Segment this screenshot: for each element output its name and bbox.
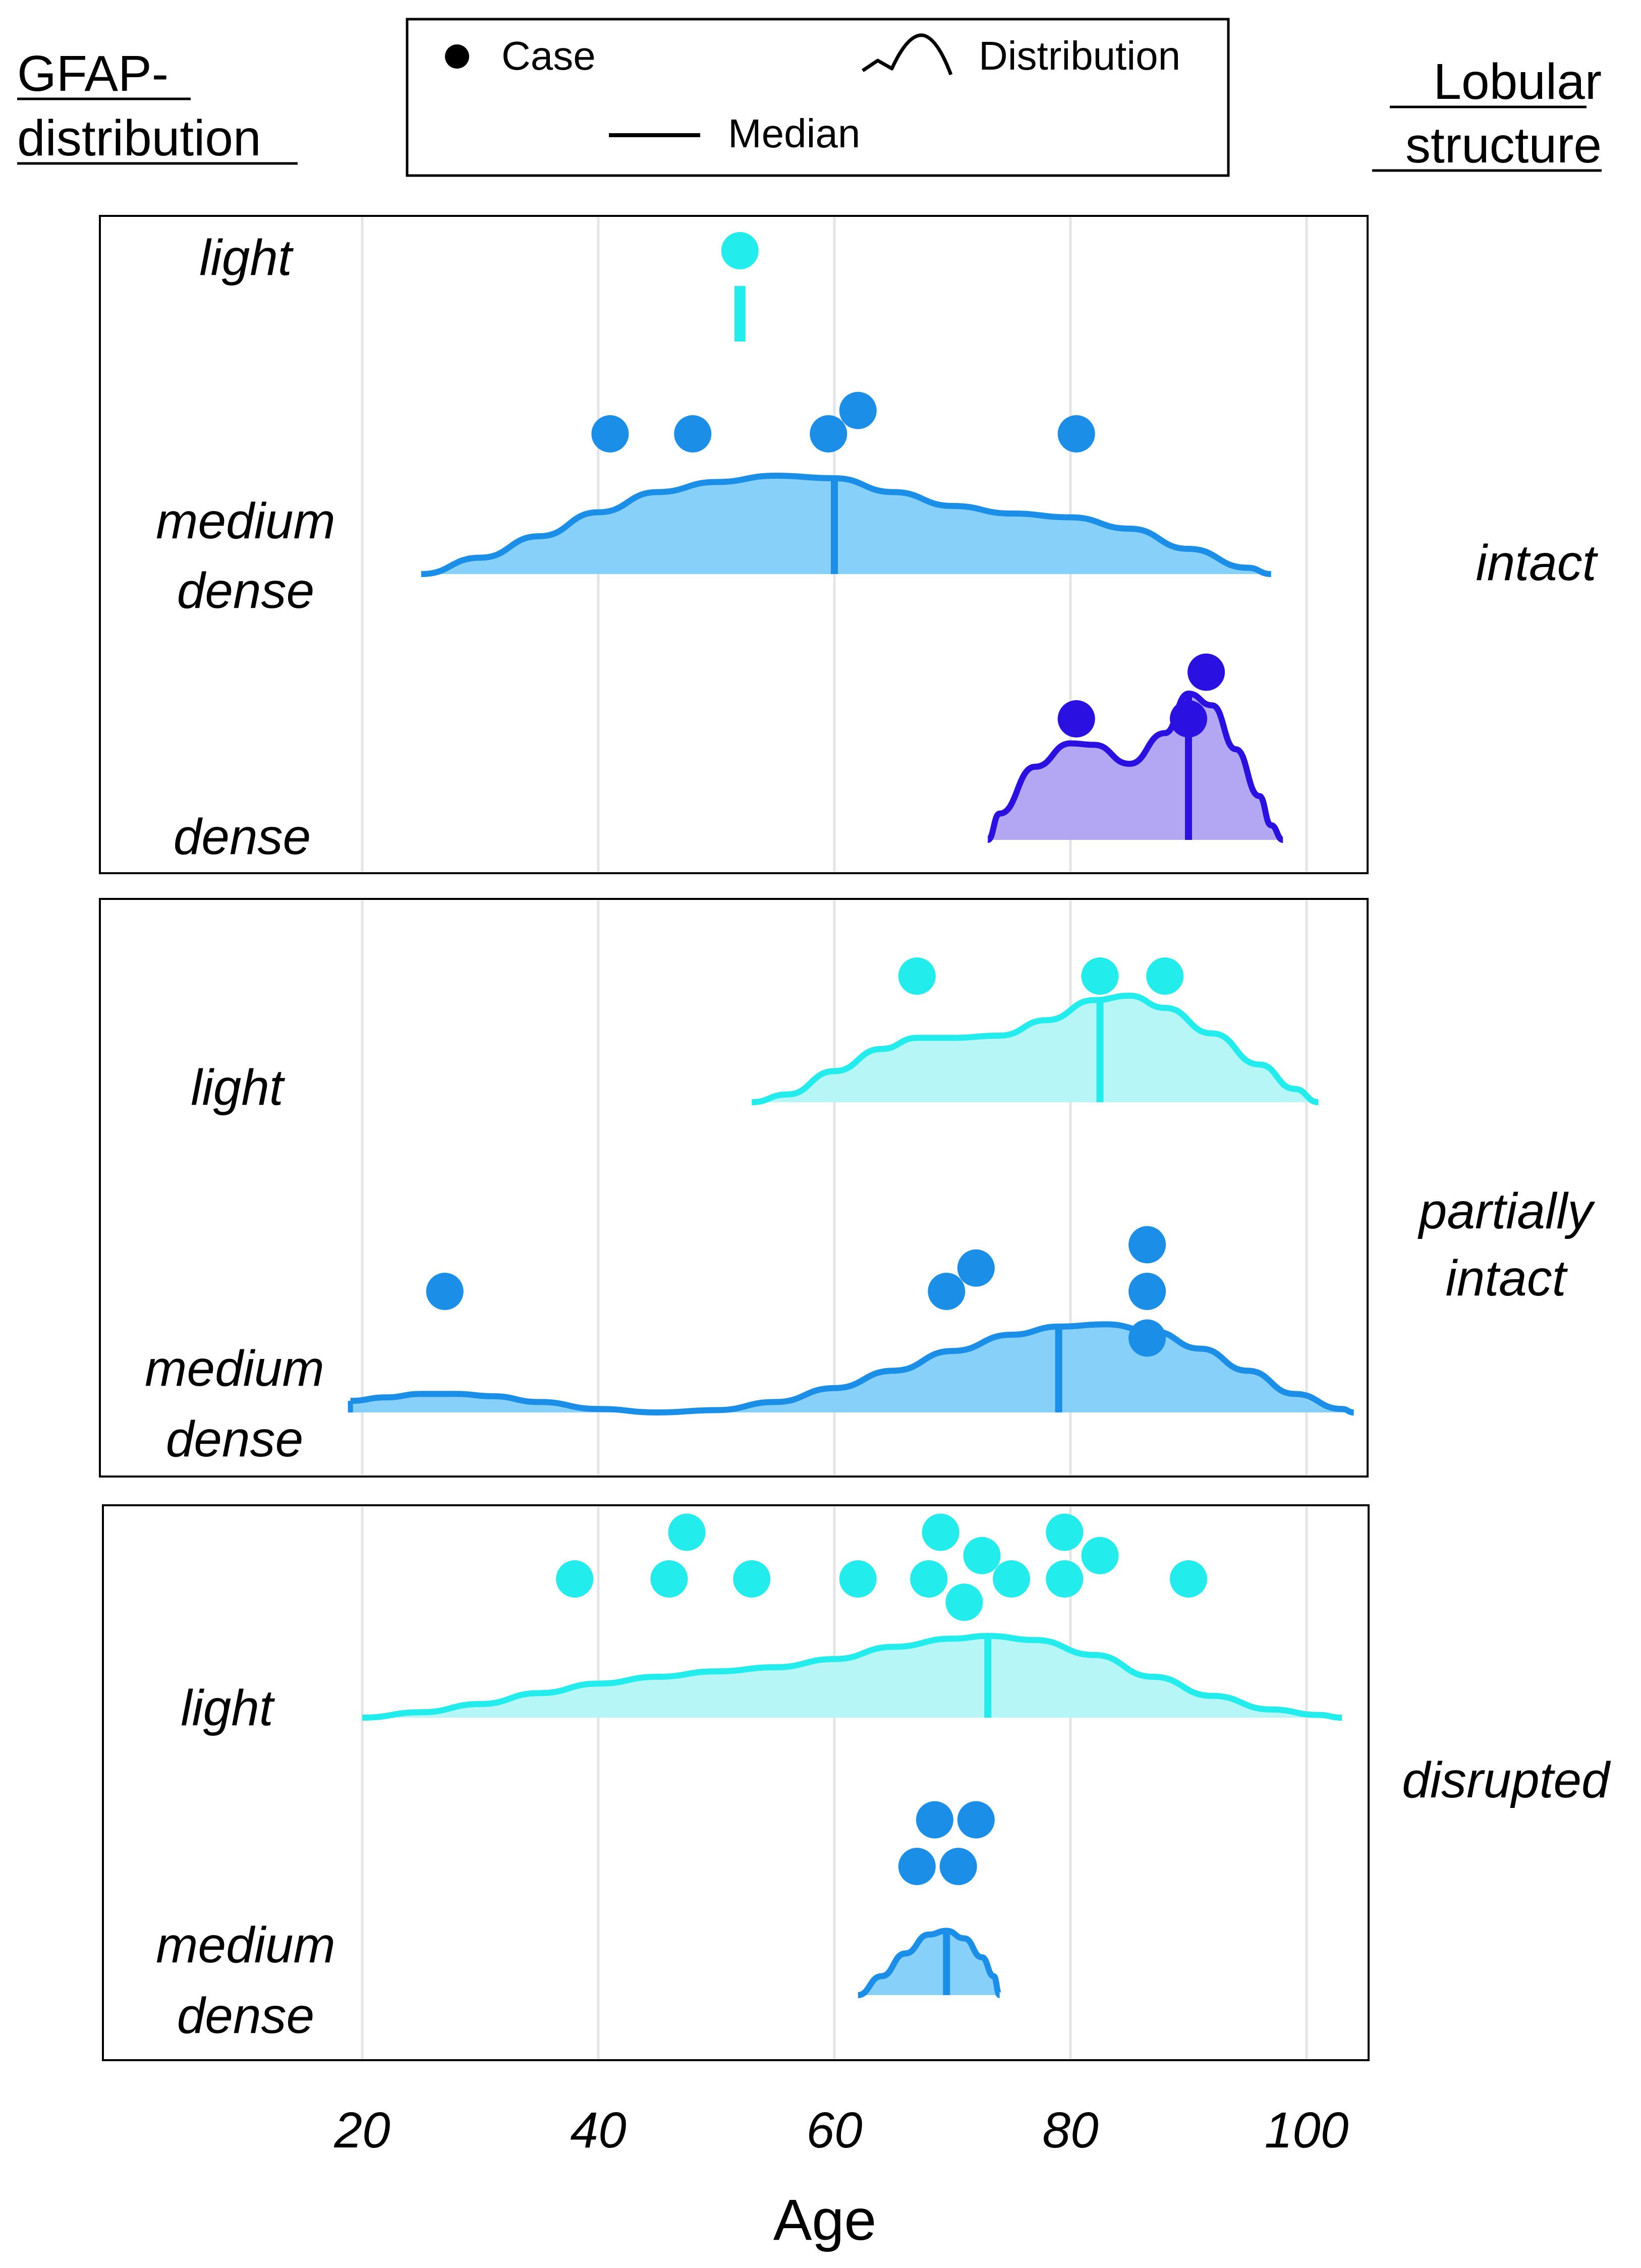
- case-point: [426, 1273, 464, 1310]
- legend-box: [406, 18, 1230, 177]
- lobular-label: disrupted: [1402, 1752, 1611, 1808]
- case-point: [957, 1249, 995, 1287]
- case-point: [916, 1801, 953, 1839]
- gfap-group-label: dense: [177, 1988, 314, 2044]
- distribution-curve: [350, 1321, 1354, 1415]
- case-point: [674, 415, 712, 452]
- x-tick-label: 80: [1042, 2102, 1098, 2159]
- case-point: [721, 232, 759, 269]
- gfap-group-label: medium: [156, 493, 335, 549]
- distribution-curve: [752, 992, 1319, 1105]
- case-point: [898, 1848, 936, 1885]
- case-point: [945, 1583, 983, 1621]
- panel-frame: [102, 1504, 1370, 2061]
- case-point: [839, 1560, 877, 1598]
- gfap-group-label: light: [181, 1680, 275, 1736]
- case-point: [733, 1560, 771, 1598]
- case-point: [928, 1273, 966, 1310]
- gfap-group-label: light: [199, 230, 294, 286]
- group-light: light: [181, 1513, 1342, 1736]
- case-point: [556, 1560, 594, 1598]
- case-point: [1170, 700, 1207, 738]
- case-point: [1057, 415, 1095, 452]
- case-point: [963, 1537, 1001, 1574]
- case-point: [668, 1513, 706, 1551]
- panel-partially-intact: partially intact light medium dense: [99, 898, 1596, 1478]
- legend-distribution-icon: [862, 33, 953, 76]
- case-point: [1146, 957, 1184, 995]
- group-light: light: [191, 957, 1319, 1116]
- lobular-structure-title: Lobular structure: [1372, 53, 1602, 174]
- x-axis: 20 40 60 80 100 Age: [333, 2102, 1348, 2252]
- panel-frame: [99, 898, 1369, 1478]
- legend: Case Distribution Median: [406, 18, 1230, 177]
- panels: intact light medium dense dense partially inta…: [99, 215, 1611, 2061]
- case-point: [839, 391, 877, 429]
- case-point: [1057, 700, 1095, 738]
- distribution-area: [988, 694, 1283, 840]
- gfap-title-line-2: distribution: [17, 110, 261, 166]
- panel-frame: [99, 215, 1369, 874]
- distribution-curve: [421, 473, 1272, 577]
- case-point: [922, 1513, 959, 1551]
- case-point: [1128, 1273, 1166, 1310]
- group-medium-dense: medium dense: [145, 1226, 1354, 1467]
- distribution-curve: [362, 1633, 1342, 1721]
- gfap-group-label: dense: [174, 809, 311, 865]
- gfap-group-label: dense: [177, 562, 314, 619]
- case-point: [957, 1801, 995, 1839]
- legend-case-label: Case: [501, 33, 596, 78]
- gfap-group-label: light: [191, 1059, 286, 1116]
- gfap-group-label: medium: [145, 1340, 324, 1397]
- case-point: [993, 1560, 1030, 1598]
- case-point: [650, 1560, 688, 1598]
- lobular-title-line-2: structure: [1405, 117, 1602, 174]
- case-point: [1046, 1513, 1084, 1551]
- group-medium-dense: medium dense: [156, 1801, 1003, 2044]
- panel-intact: intact light medium dense dense: [99, 215, 1599, 874]
- case-point: [1128, 1226, 1166, 1264]
- case-point: [939, 1848, 977, 1885]
- case-point: [1081, 1537, 1119, 1574]
- case-point: [898, 957, 936, 995]
- case-point: [1170, 1560, 1207, 1598]
- gfap-group-label: medium: [156, 1917, 335, 1973]
- gfap-title-line-1: GFAP-: [17, 45, 168, 102]
- case-point: [1187, 653, 1225, 691]
- x-tick-label: 60: [806, 2102, 862, 2159]
- distribution-area: [362, 1636, 1342, 1718]
- distribution-area: [858, 1931, 1000, 1995]
- distribution-curve: [986, 691, 1284, 843]
- legend-case-marker: [445, 44, 469, 69]
- distribution-area: [421, 476, 1271, 574]
- lobular-label: intact: [1445, 1250, 1568, 1307]
- distribution-area: [752, 995, 1319, 1102]
- legend-median-label: Median: [728, 111, 860, 156]
- group-dense: dense: [174, 653, 1284, 865]
- legend-distribution-label: Distribution: [979, 33, 1180, 78]
- lobular-label: intact: [1476, 535, 1598, 591]
- case-point: [1046, 1560, 1084, 1598]
- lobular-title-line-1: Lobular: [1433, 53, 1602, 110]
- x-tick-label: 40: [570, 2102, 626, 2159]
- distribution-area: [350, 1324, 1354, 1412]
- case-point: [910, 1560, 948, 1598]
- lobular-label: partially: [1418, 1183, 1596, 1239]
- distribution-curve: [857, 1927, 1003, 1998]
- case-point: [1081, 957, 1119, 995]
- panel-disrupted: disrupted light medium dense: [102, 1504, 1611, 2061]
- case-point: [810, 415, 847, 452]
- case-point: [591, 415, 629, 452]
- x-axis-label: Age: [773, 2188, 877, 2252]
- group-light: light: [199, 230, 759, 342]
- group-medium-dense: medium dense: [156, 391, 1272, 619]
- x-tick-label: 20: [333, 2102, 390, 2159]
- gfap-group-label: dense: [166, 1411, 303, 1467]
- x-tick-label: 100: [1265, 2102, 1349, 2159]
- gfap-distribution-title: GFAP- distribution: [17, 45, 298, 166]
- case-point: [1128, 1319, 1166, 1357]
